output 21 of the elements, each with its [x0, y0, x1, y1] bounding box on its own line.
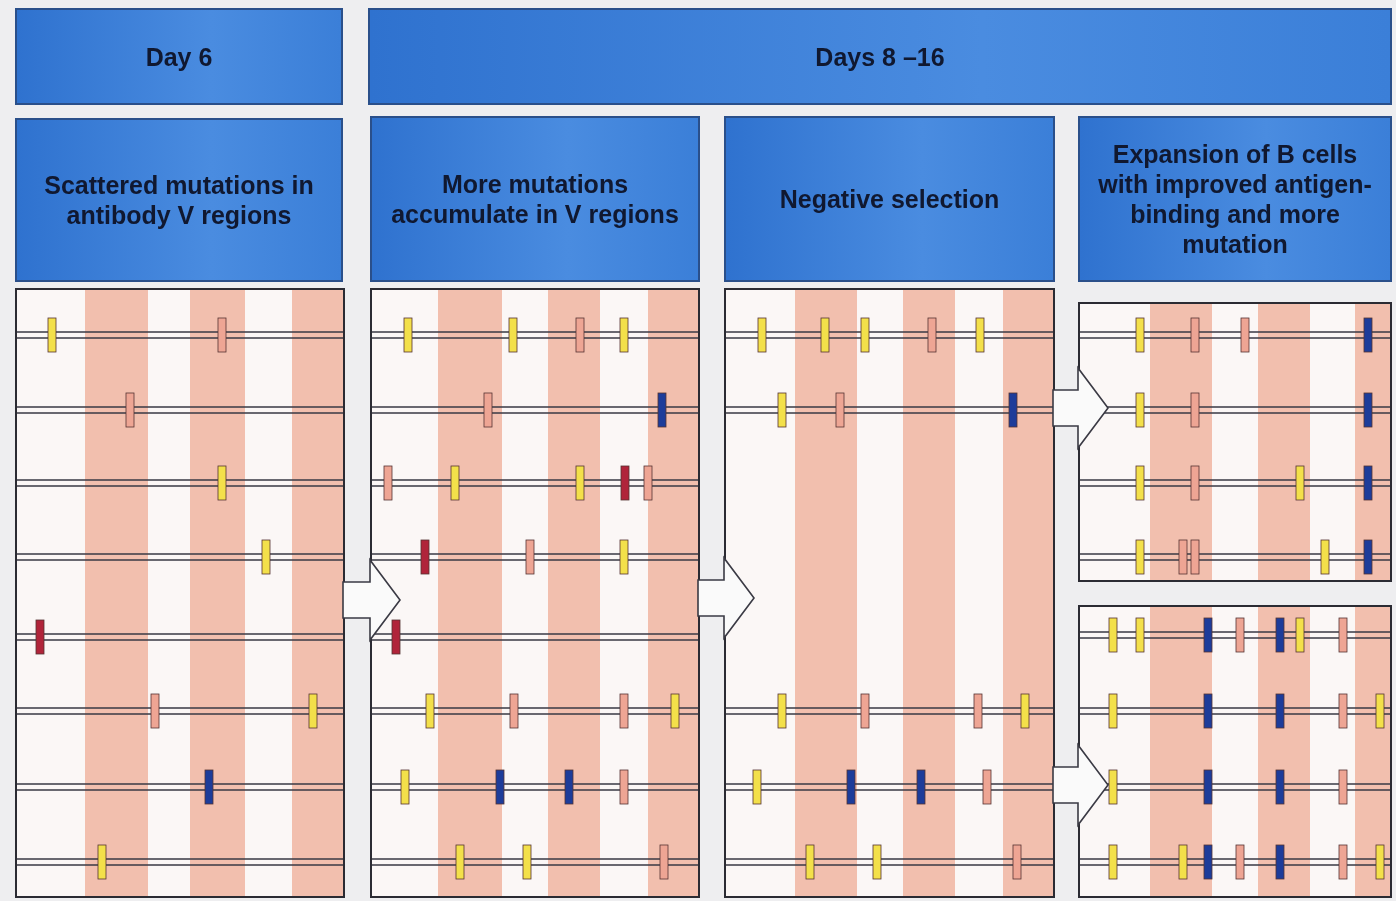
header-band [1078, 116, 1392, 282]
block-arrow [697, 555, 755, 641]
header-text: Negative selection [778, 184, 1001, 214]
block-arrow [1052, 365, 1109, 451]
header-text: Days 8 –16 [814, 41, 946, 72]
header-text: Scattered mutations in antibody V regions [43, 170, 315, 230]
panel-frame [15, 288, 345, 898]
header-band [15, 118, 343, 282]
header-text: Expansion of B cells with improved antigen-binding and more mutation [1097, 139, 1373, 259]
header-text: Day 6 [144, 41, 214, 72]
header-band [724, 116, 1055, 282]
block-arrow [1052, 742, 1109, 828]
block-arrow [342, 557, 401, 643]
panel-frame [370, 288, 700, 898]
header-text: More mutations accumulate in V regions [390, 169, 680, 229]
header-band [370, 116, 700, 282]
panel-frame [1078, 605, 1392, 898]
panel-frame [724, 288, 1055, 898]
header-band [15, 8, 343, 105]
header-band [368, 8, 1392, 105]
panel-frame [1078, 302, 1392, 582]
